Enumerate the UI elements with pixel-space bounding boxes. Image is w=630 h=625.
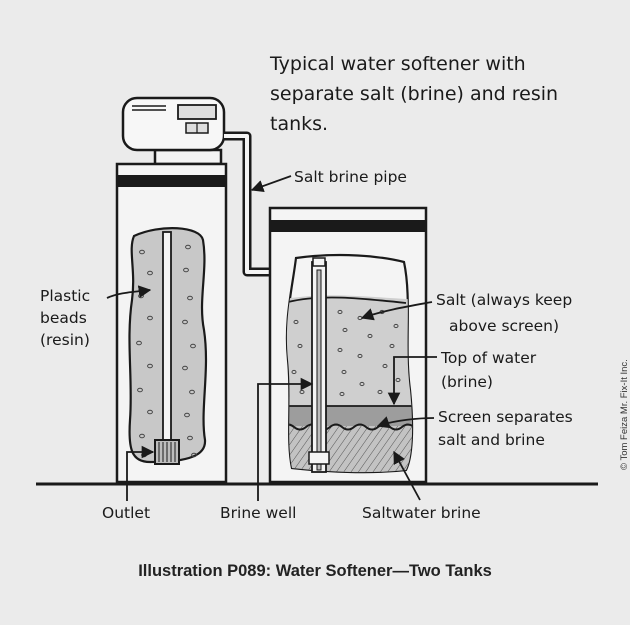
title-line-3: tanks.	[270, 113, 328, 135]
separator-screen	[286, 423, 413, 431]
label-top-of-water-2: (brine)	[441, 373, 493, 391]
figure-caption: Illustration P089: Water Softener—Two Ta…	[138, 562, 492, 580]
label-saltwater-brine: Saltwater brine	[362, 504, 481, 522]
label-salt-1: Salt (always keep	[436, 291, 572, 309]
copyright-credit: © Tom Feiza Mr. Fix-It Inc.	[619, 359, 630, 470]
brine-tank	[268, 206, 428, 484]
resin-tank	[115, 162, 228, 484]
label-salt-brine-pipe: Salt brine pipe	[294, 168, 407, 186]
leader-lines	[106, 175, 437, 501]
label-screen-1: Screen separates	[438, 408, 573, 426]
label-plastic-beads-2: beads	[40, 309, 87, 327]
label-salt-2: above screen)	[449, 317, 559, 335]
salt-pile	[286, 295, 413, 406]
resin-center-tube	[162, 231, 172, 445]
diagram-title: Typical water softener with separate sal…	[269, 53, 558, 135]
label-top-of-water-1: Top of water	[440, 349, 537, 367]
control-head	[121, 96, 226, 166]
title-line-1: Typical water softener with	[269, 53, 526, 75]
label-brine-well: Brine well	[220, 504, 296, 522]
label-plastic-beads-3: (resin)	[40, 331, 90, 349]
label-plastic-beads-1: Plastic	[40, 287, 90, 305]
display-screen	[177, 104, 217, 120]
brine-water-band	[286, 406, 413, 426]
label-outlet: Outlet	[102, 504, 150, 522]
label-screen-2: salt and brine	[438, 431, 545, 449]
title-line-2: separate salt (brine) and resin	[270, 83, 558, 105]
